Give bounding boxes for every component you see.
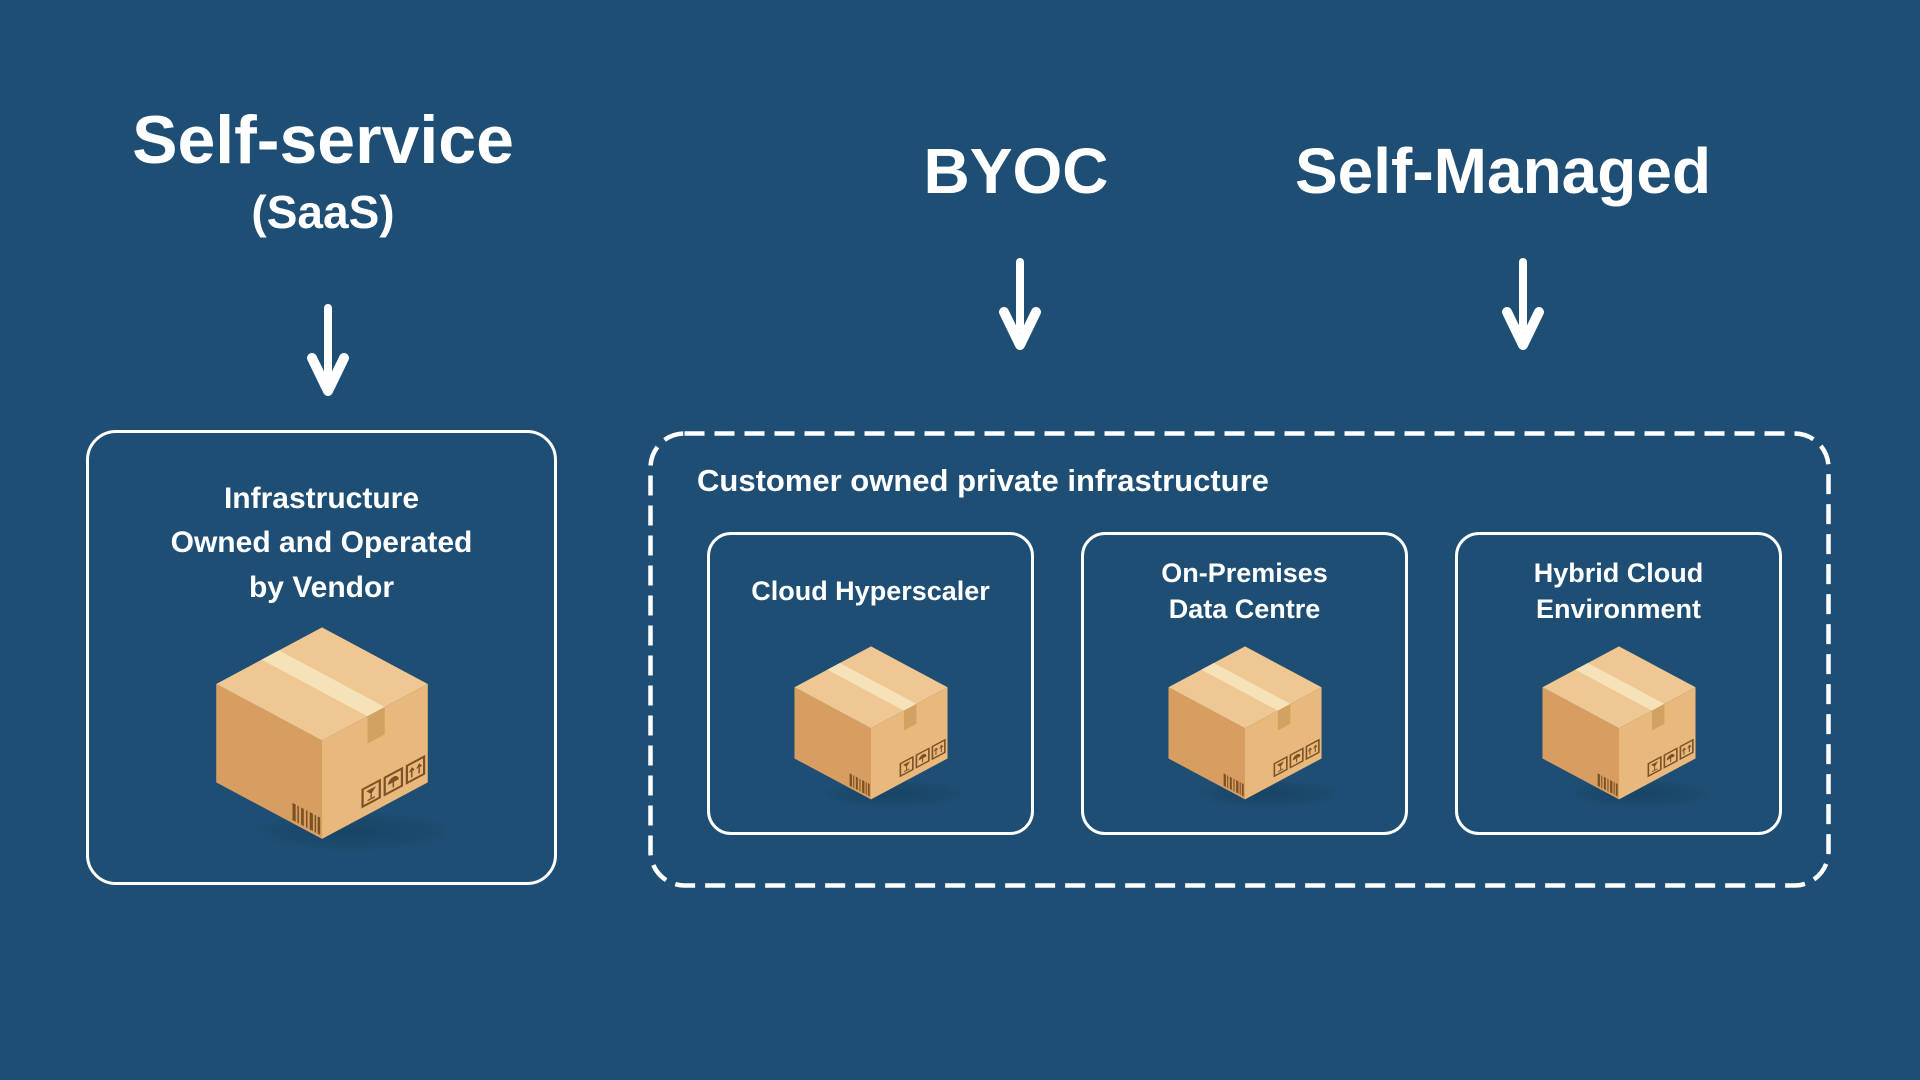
cardboard-box-illustration — [782, 641, 960, 810]
this-way-up-arrows-icon — [405, 755, 425, 785]
box-right-face — [321, 684, 428, 840]
barcode-icon — [1597, 773, 1618, 797]
infra-card-cloud-hyperscaler: Cloud Hyperscaler — [707, 532, 1034, 835]
cardboard-box-icon — [215, 627, 445, 852]
cardboard-box-illustration — [1156, 641, 1334, 810]
box-tape-flap — [903, 703, 916, 731]
fragile-broken-glass-icon — [1647, 755, 1662, 778]
shipping-stamp-icons — [899, 738, 946, 778]
down-arrow-icon — [307, 304, 349, 396]
box-tape-flap — [1651, 703, 1664, 731]
umbrella-icon — [915, 747, 930, 769]
box-right-face — [1244, 687, 1322, 800]
fragile-broken-glass-icon — [1273, 755, 1288, 778]
cardboard-box-illustration — [1530, 641, 1708, 810]
self-managed-title: Self-Managed — [1294, 135, 1712, 207]
customer-private-infrastructure-zone: Customer owned private infrastructure Cl… — [648, 431, 1831, 888]
cardboard-box-illustration — [199, 620, 445, 854]
umbrella-icon — [1289, 747, 1304, 769]
this-way-up-arrows-icon — [1305, 738, 1320, 761]
down-arrow-icon — [999, 258, 1041, 350]
this-way-up-arrows-icon — [1679, 738, 1694, 761]
box-tape — [1574, 662, 1664, 711]
umbrella-icon — [383, 766, 403, 797]
vendor-card-label: Infrastructure Owned and Operated by Ven… — [170, 482, 473, 604]
shipping-stamp-icons — [1647, 738, 1694, 778]
box-tape — [1200, 662, 1290, 711]
infra-card-on-premises: On-Premises Data Centre — [1081, 532, 1408, 835]
barcode-icon — [1223, 773, 1244, 797]
box-tape-flap — [367, 707, 385, 744]
vendor-infrastructure-card: Infrastructure Owned and Operated by Ven… — [86, 430, 557, 885]
box-right-face — [870, 687, 948, 800]
box-left-face — [793, 687, 871, 800]
cardboard-box-icon — [1167, 646, 1334, 809]
shipping-stamp-icons — [360, 755, 425, 809]
infra-card-hybrid-cloud: Hybrid Cloud Environment — [1455, 532, 1782, 835]
down-arrow-icon — [1502, 258, 1544, 350]
byoc-title: BYOC — [923, 135, 1109, 207]
box-tape — [826, 662, 916, 711]
cardboard-box-icon — [793, 646, 960, 809]
private-zone-cards: Cloud Hyperscaler — [707, 532, 1782, 835]
barcode-icon — [849, 773, 870, 797]
column-heading-self-service: Self-service (SaaS) — [103, 102, 543, 239]
box-left-face — [1167, 687, 1245, 800]
box-tape-flap — [1277, 703, 1290, 731]
this-way-up-arrows-icon — [931, 738, 946, 761]
self-service-title: Self-service — [132, 102, 514, 178]
box-right-face — [1618, 687, 1696, 800]
private-zone-label: Customer owned private infrastructure — [697, 463, 1269, 498]
cardboard-box-icon — [1541, 646, 1708, 809]
box-left-face — [1541, 687, 1619, 800]
fragile-broken-glass-icon — [360, 778, 381, 809]
fragile-broken-glass-icon — [899, 755, 914, 778]
infra-card-label: On-Premises Data Centre — [1161, 557, 1328, 624]
shipping-stamp-icons — [1273, 738, 1320, 778]
saas-subtitle: (SaaS) — [251, 186, 395, 239]
dashed-border — [648, 431, 1831, 888]
umbrella-icon — [1663, 747, 1678, 769]
box-left-face — [215, 684, 322, 840]
barcode-icon — [291, 803, 320, 836]
infra-card-label: Hybrid Cloud Environment — [1533, 557, 1704, 624]
infra-card-label: Cloud Hyperscaler — [751, 575, 990, 606]
box-tape — [261, 650, 385, 717]
